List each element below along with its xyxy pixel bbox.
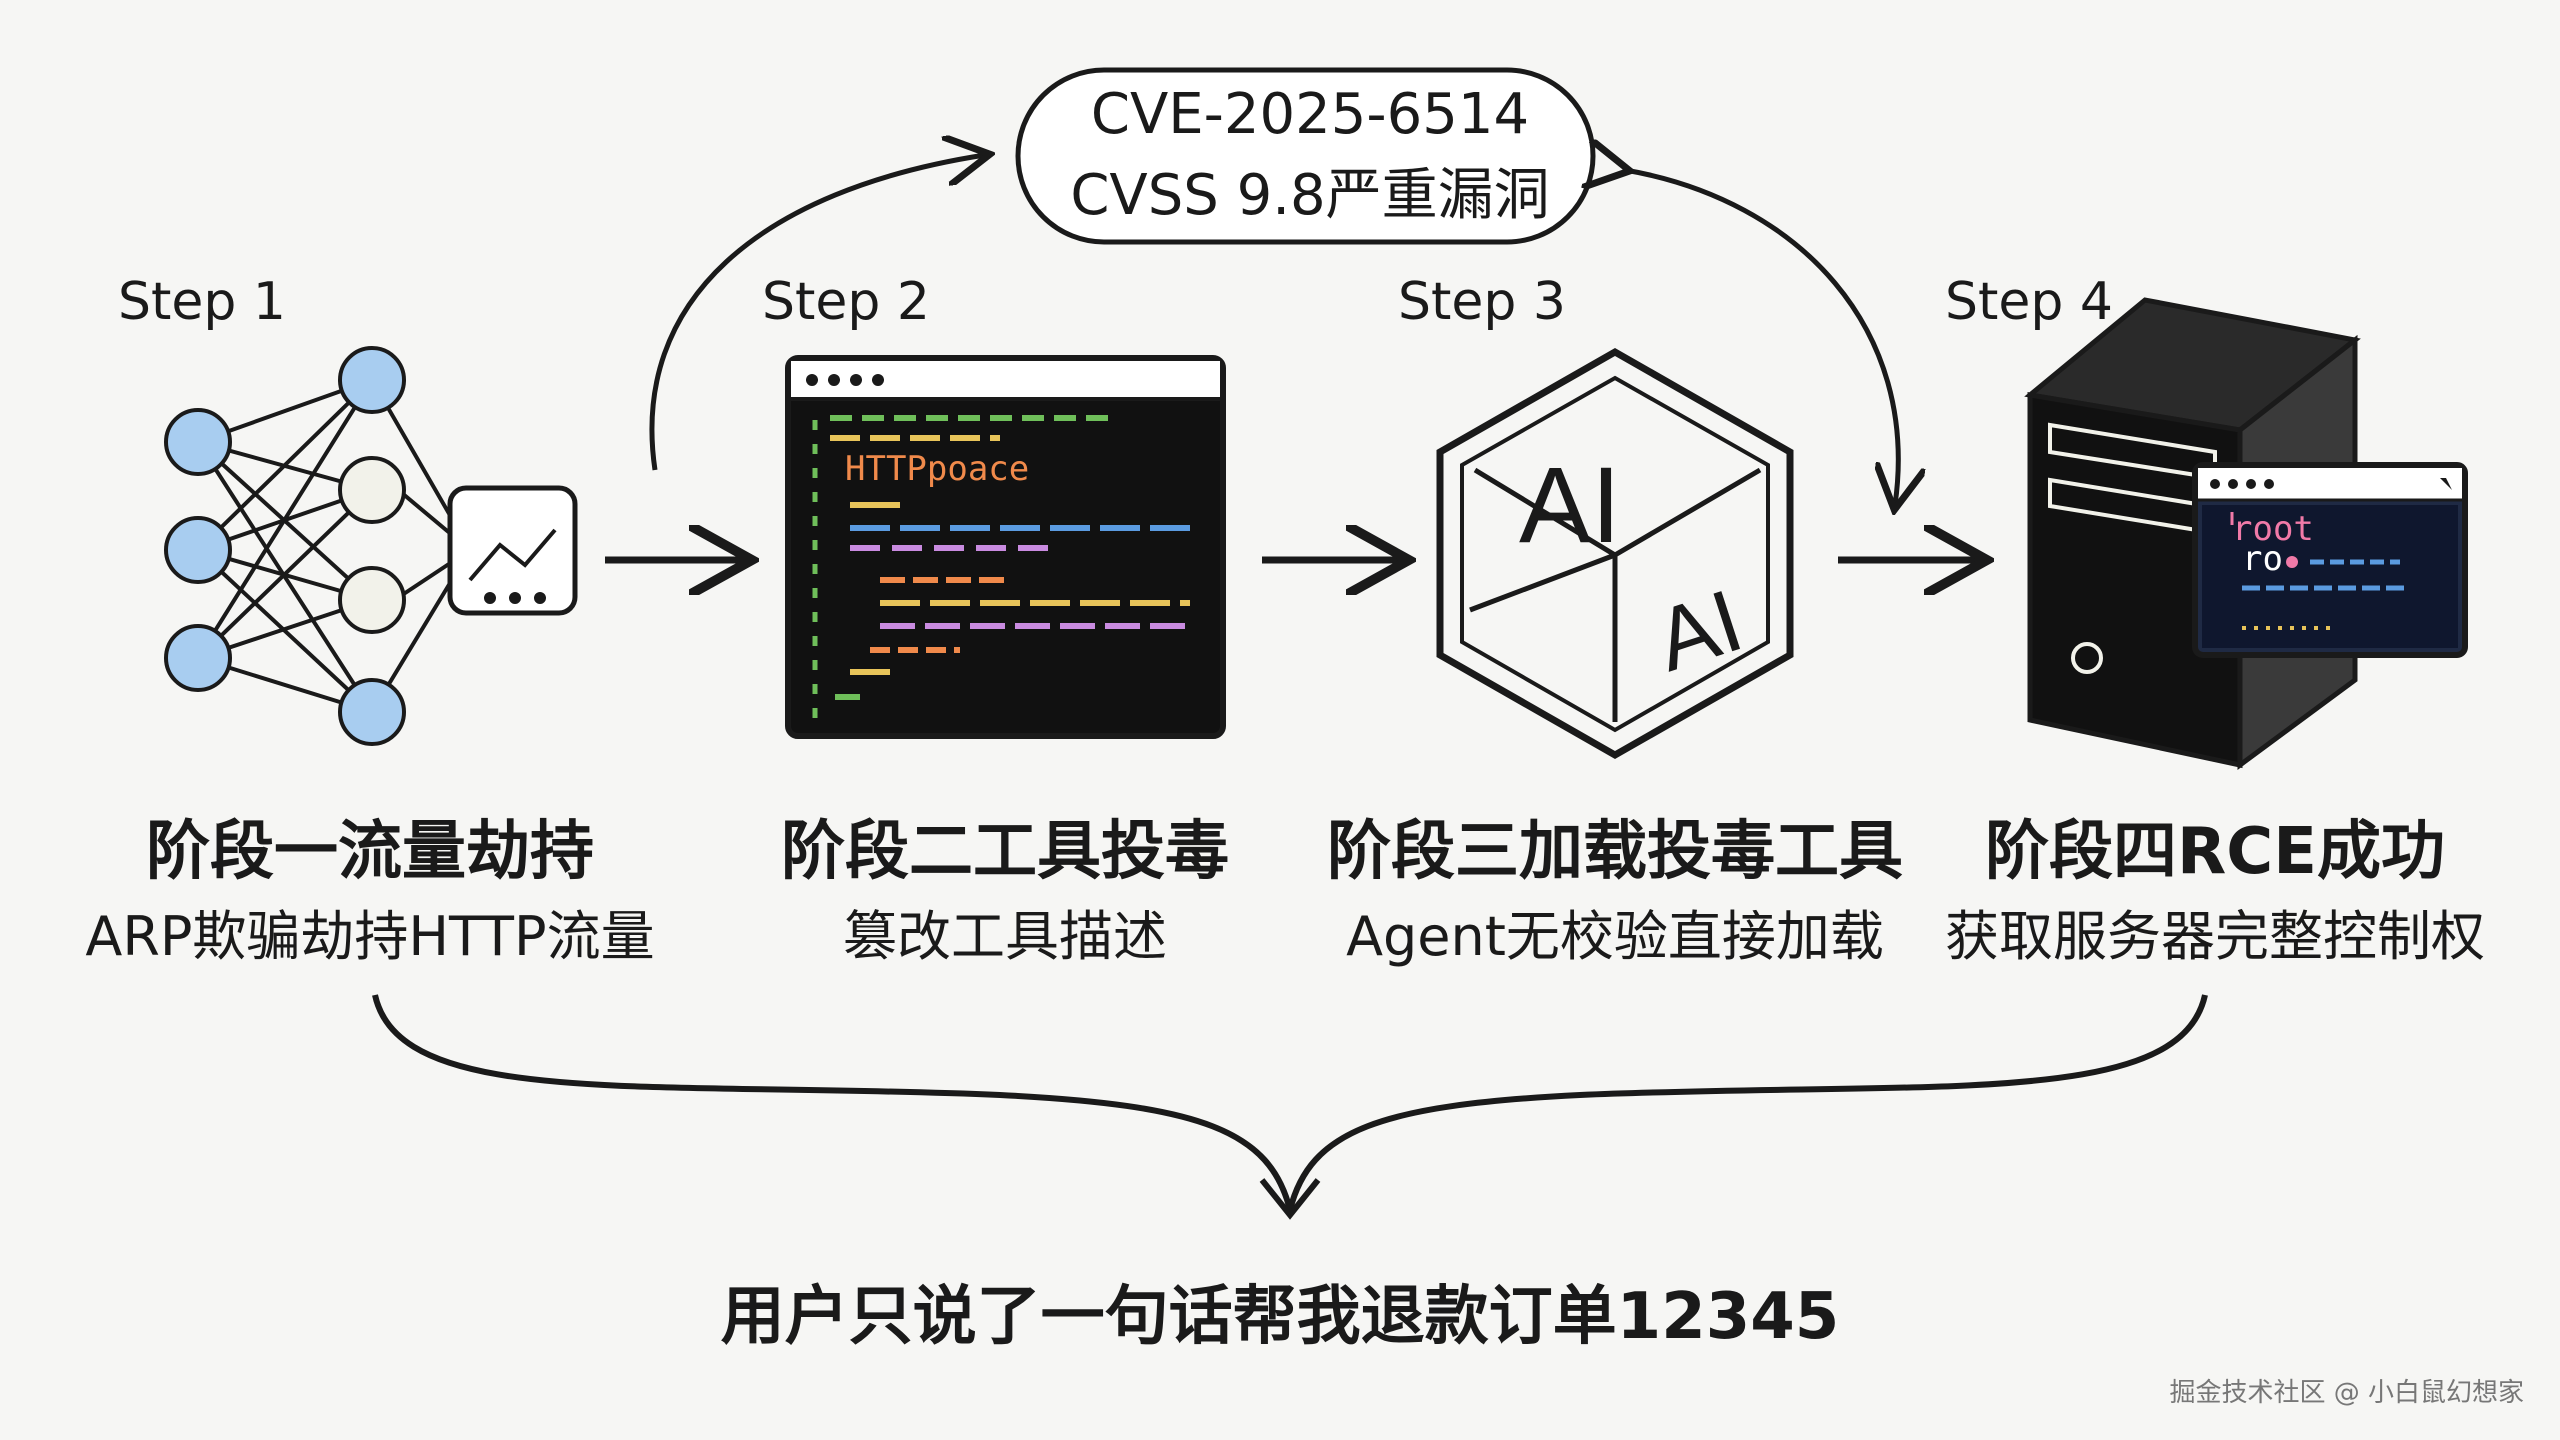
step-4-description: 获取服务器完整控制权 xyxy=(1945,905,2485,968)
step-1-title: 阶段一流量劫持 xyxy=(146,815,594,889)
arrow-step2-to-cve xyxy=(649,155,985,471)
step-3-label: Step 3 xyxy=(1398,272,1567,332)
neural-network-icon xyxy=(164,346,578,746)
arrow-cve-to-step4 xyxy=(1625,170,1898,505)
step-3-title: 阶段三加载投毒工具 xyxy=(1327,815,1903,889)
ai-cube-icon: AI AI xyxy=(1436,347,1794,760)
step-3-description: Agent无校验直接加载 xyxy=(1346,905,1884,968)
terminal-line-root: root xyxy=(2232,509,2314,549)
step-2-label: Step 2 xyxy=(762,272,931,332)
step-4-label: Step 4 xyxy=(1945,272,2114,332)
step-4-title: 阶段四RCE成功 xyxy=(1985,815,2445,889)
bottom-note: 用户只说了一句话帮我退款订单12345 xyxy=(720,1280,1840,1354)
neural-network-link xyxy=(196,378,374,660)
terminal-line-ro: ro xyxy=(2242,539,2283,579)
step-2-title: 阶段二工具投毒 xyxy=(781,815,1229,889)
code-window-icon: HTTPpoace xyxy=(785,355,1226,739)
neural-network-link xyxy=(196,378,374,552)
server-terminal-icon: root ro xyxy=(2024,297,2468,770)
bottom-brace xyxy=(372,994,2208,1211)
ai-cube-label-top: AI xyxy=(1519,444,1621,565)
step-1-label: Step 1 xyxy=(118,272,287,332)
cve-severity: CVSS 9.8严重漏洞 xyxy=(1070,163,1550,228)
step-1-description: ARP欺骗劫持HTTP流量 xyxy=(85,905,655,968)
neural-network-link xyxy=(196,488,374,660)
code-window-header: HTTPpoace xyxy=(845,449,1029,489)
cve-id: CVE-2025-6514 xyxy=(1090,82,1530,147)
step-2-description: 篡改工具描述 xyxy=(843,905,1167,968)
watermark: 掘金技术社区 @ 小白鼠幻想家 xyxy=(2169,1378,2524,1408)
ai-cube-label-side: AI xyxy=(1644,570,1754,690)
bottom-brace-arrowhead xyxy=(1259,1178,1321,1220)
